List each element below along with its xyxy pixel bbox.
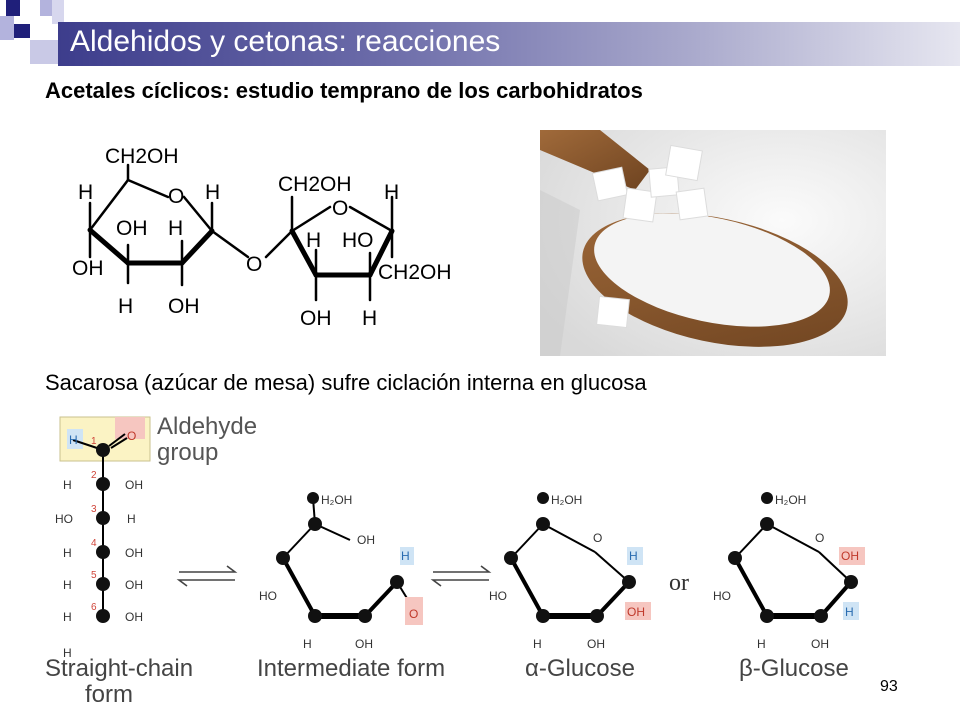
- svg-text:H: H: [63, 478, 72, 492]
- decor-square-navy: [6, 0, 20, 16]
- svg-text:O: O: [409, 607, 418, 621]
- svg-text:H: H: [63, 546, 72, 560]
- label: H: [205, 181, 220, 204]
- label: CH2OH: [278, 173, 352, 196]
- svg-text:HO: HO: [55, 512, 73, 526]
- svg-text:OH: OH: [357, 533, 375, 547]
- svg-text:3: 3: [91, 504, 97, 515]
- label: CH2OH: [105, 145, 179, 168]
- sugar-spoon-photo: [540, 130, 886, 356]
- label: H: [384, 181, 399, 204]
- svg-text:HO: HO: [713, 589, 731, 603]
- svg-text:OH: OH: [355, 637, 373, 651]
- svg-text:H: H: [845, 605, 854, 619]
- svg-text:HO: HO: [489, 589, 507, 603]
- svg-text:O: O: [593, 531, 602, 545]
- label: OH: [116, 217, 148, 240]
- label: OH: [168, 295, 200, 318]
- beta-glucose-label: β-Glucose: [739, 655, 849, 682]
- page-number: 93: [880, 678, 898, 695]
- decor-square-lilac: [52, 0, 64, 24]
- decor-square-lilac: [0, 16, 14, 40]
- svg-text:H: H: [69, 433, 78, 447]
- aldehyde-label: group: [157, 439, 218, 466]
- label: H: [78, 181, 93, 204]
- svg-text:OH: OH: [125, 610, 143, 624]
- svg-text:HO: HO: [259, 589, 277, 603]
- title-bar: [58, 22, 960, 66]
- label: H: [362, 307, 377, 330]
- decor-square-navy: [14, 24, 30, 38]
- intermediate-form-label: Intermediate form: [257, 655, 445, 682]
- svg-text:OH: OH: [627, 605, 645, 619]
- decor-square-lilac: [30, 40, 58, 64]
- svg-text:H₂OH: H₂OH: [551, 493, 582, 507]
- svg-text:O: O: [127, 429, 136, 443]
- svg-text:O: O: [815, 531, 824, 545]
- svg-text:6: 6: [91, 602, 97, 613]
- svg-text:OH: OH: [811, 637, 829, 651]
- svg-text:H: H: [401, 549, 410, 563]
- label: O: [168, 185, 184, 208]
- label: H: [168, 217, 183, 240]
- glucose-cyclization-figure: Aldehyde group H O H OH HO H H OH H OH H…: [45, 413, 865, 708]
- svg-text:H: H: [127, 512, 136, 526]
- aldehyde-label: Aldehyde: [157, 413, 257, 440]
- straight-chain-label: Straight-chain: [45, 655, 193, 682]
- svg-text:OH: OH: [841, 549, 859, 563]
- label: OH: [72, 257, 104, 280]
- slide-caption: Sacarosa (azúcar de mesa) sufre ciclació…: [45, 370, 647, 395]
- label: CH2OH: [378, 261, 452, 284]
- svg-text:H: H: [63, 610, 72, 624]
- svg-text:H: H: [629, 549, 638, 563]
- svg-text:OH: OH: [125, 546, 143, 560]
- svg-text:5: 5: [91, 570, 97, 581]
- svg-text:H: H: [757, 637, 766, 651]
- label: OH: [300, 307, 332, 330]
- sucrose-structure: CH2OH O H H OH H OH H OH O CH2OH O H H H…: [72, 145, 452, 330]
- svg-text:OH: OH: [125, 478, 143, 492]
- svg-text:H: H: [533, 637, 542, 651]
- svg-text:OH: OH: [587, 637, 605, 651]
- svg-text:1: 1: [91, 436, 97, 447]
- straight-chain-label: form: [85, 681, 133, 708]
- svg-text:2: 2: [91, 470, 97, 481]
- alpha-glucose-label: α-Glucose: [525, 655, 635, 682]
- svg-text:H: H: [63, 578, 72, 592]
- decor-square-lilac: [40, 0, 52, 16]
- svg-text:OH: OH: [125, 578, 143, 592]
- svg-text:H: H: [303, 637, 312, 651]
- svg-text:H: H: [63, 646, 72, 660]
- slide-subtitle: Acetales cíclicos: estudio temprano de l…: [45, 78, 643, 103]
- svg-text:H₂OH: H₂OH: [321, 493, 352, 507]
- label: HO: [342, 229, 374, 252]
- or-label: or: [669, 570, 689, 596]
- label: O: [246, 253, 262, 276]
- svg-text:4: 4: [91, 538, 97, 549]
- label: O: [332, 197, 348, 220]
- svg-text:H₂OH: H₂OH: [775, 493, 806, 507]
- slide-title: Aldehidos y cetonas: reacciones: [70, 25, 501, 58]
- label: H: [306, 229, 321, 252]
- label: H: [118, 295, 133, 318]
